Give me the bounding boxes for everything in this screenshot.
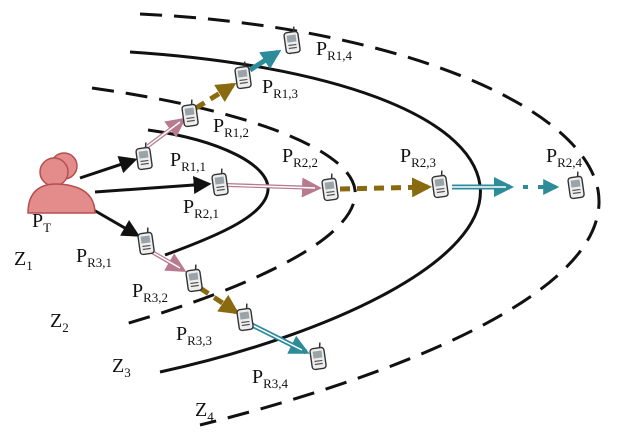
phone-icon-r21 <box>211 168 229 197</box>
phone-icon-r12 <box>181 99 199 128</box>
label-r22: PR2,2 <box>282 145 318 170</box>
label-r32: PR3,2 <box>132 280 168 305</box>
zone-4-boundary <box>139 12 601 427</box>
arrow-r11-to-r12-inner <box>147 121 181 147</box>
phone-icon-r32 <box>185 264 203 293</box>
person-body <box>27 183 96 214</box>
label-r21: PR2,1 <box>183 196 219 221</box>
arrow-r33-to-r34-inner <box>251 324 303 351</box>
phone-icon-r31 <box>137 227 155 256</box>
hop-2-arrows <box>146 117 322 273</box>
phone-icon-r13 <box>234 61 252 90</box>
hop-4-arrows <box>248 49 560 355</box>
label-z1: Z1 <box>14 248 33 273</box>
phone-icon-r33 <box>236 303 254 332</box>
phone-icon-r23 <box>431 170 449 199</box>
arrow-r13-to-r14 <box>248 49 282 73</box>
phone-icon-r34 <box>309 342 327 371</box>
label-pt: PT <box>32 210 51 235</box>
label-r12: PR1,2 <box>213 115 249 140</box>
arrow-r21-to-r22-inner <box>226 184 316 189</box>
label-r11: PR1,1 <box>170 149 206 174</box>
zone-1-boundary <box>147 128 270 257</box>
devices-layer <box>135 26 585 371</box>
label-z4: Z4 <box>195 399 214 424</box>
label-r23: PR2,3 <box>400 145 436 170</box>
label-r31: PR3,1 <box>76 245 112 270</box>
arrow-pt-to-r11 <box>79 156 138 180</box>
label-r24: PR2,4 <box>546 145 583 170</box>
person-head-front <box>39 157 69 187</box>
label-r33: PR3,3 <box>176 323 212 348</box>
label-r13: PR1,3 <box>262 76 298 101</box>
zone-2-boundary <box>91 86 357 327</box>
label-z2: Z2 <box>50 310 69 335</box>
arrow-r32-to-r33 <box>198 285 240 315</box>
phone-icon-r14 <box>283 26 301 55</box>
label-z3: Z3 <box>112 355 131 380</box>
arrow-r22-to-r23 <box>339 177 432 198</box>
phone-icon-r24 <box>567 171 585 200</box>
phone-icon-r11 <box>135 142 153 171</box>
labels-layer: PT Z1 Z2 Z3 Z4 PR1,1 PR1,2 PR1,3 PR1,4 P… <box>14 38 583 424</box>
phone-icon-r22 <box>321 173 339 202</box>
arrow-r31-to-r32-inner <box>151 251 181 269</box>
label-r34: PR3,4 <box>252 366 289 391</box>
arrow-pt-to-r21 <box>94 176 212 194</box>
arrow-r12-to-r13 <box>194 82 237 111</box>
hop-3-arrows <box>194 82 432 315</box>
label-r14: PR1,4 <box>316 38 353 63</box>
person-icon <box>27 152 96 214</box>
